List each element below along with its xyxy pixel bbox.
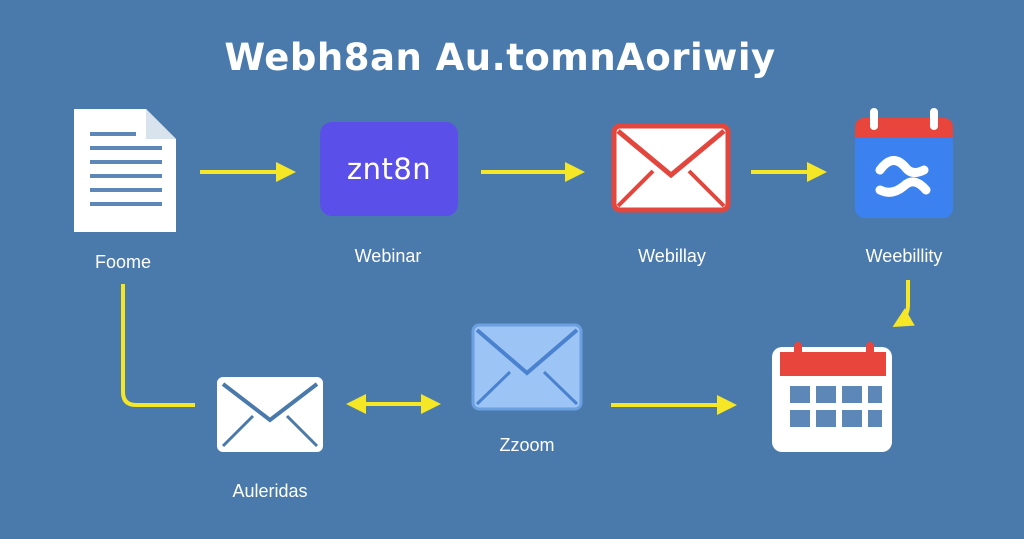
document-icon xyxy=(74,109,176,232)
n8n-logo-icon: znt8n xyxy=(320,122,458,216)
node-label-calendar-app: Weebillity xyxy=(865,246,943,266)
connector-doc-to-email xyxy=(121,284,195,407)
email-icon xyxy=(611,123,731,213)
n8n-logo-text: znt8n xyxy=(346,152,432,186)
node-label-email-red: Webillay xyxy=(638,246,706,266)
email-icon xyxy=(471,323,583,411)
node-label-document: Foome xyxy=(94,252,152,272)
arrow-calendar-app-to-calendar xyxy=(892,280,915,328)
email-icon xyxy=(217,377,323,452)
node-label-email-white: Auleridas xyxy=(232,481,308,501)
calendar-icon xyxy=(772,342,892,452)
node-label-email-blue: Zzoom xyxy=(499,435,555,455)
node-label-n8n: Webinar xyxy=(354,246,422,266)
calendar-app-icon xyxy=(855,108,953,218)
diagram-title: Webh8an Au.tomnAoriwiy xyxy=(224,36,776,79)
